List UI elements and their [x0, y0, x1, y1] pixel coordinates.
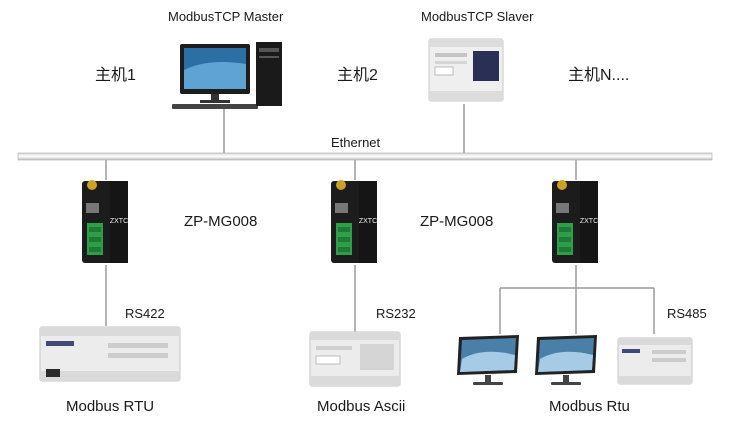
gateway-3-icon: ZXTC [552, 180, 598, 263]
rs422-label: RS422 [125, 306, 165, 321]
slave-label: ModbusTCP Slaver [421, 9, 534, 24]
svg-text:ZXTC: ZXTC [110, 218, 128, 225]
monitor-1-icon [457, 335, 519, 385]
plc-rtu-icon [39, 326, 181, 382]
gateway-model-label-2: ZP-MG008 [420, 213, 494, 230]
host2-label: 主机2 [337, 67, 378, 84]
master-pc-icon [172, 42, 282, 109]
host1-label: 主机1 [95, 67, 136, 84]
ethernet-bus [17, 152, 713, 161]
modbus-rtu-label: Modbus RTU [66, 398, 155, 415]
gateway-1-icon: ZXTC [82, 180, 128, 263]
ethernet-label: Ethernet [331, 135, 381, 150]
modbus-ascii-label: Modbus Ascii [317, 398, 406, 415]
gateway-model-label-1: ZP-MG008 [184, 213, 258, 230]
slave-plc-icon [428, 38, 504, 102]
monitor-2-icon [535, 335, 597, 385]
svg-text:ZXTC: ZXTC [359, 218, 377, 225]
master-label: ModbusTCP Master [168, 9, 284, 24]
gateway-2-icon: ZXTC [331, 180, 377, 263]
rs232-label: RS232 [376, 306, 416, 321]
modbus-rtu2-label: Modbus Rtu [549, 398, 630, 415]
svg-text:ZXTC: ZXTC [580, 218, 598, 225]
plc-ascii-icon [309, 331, 401, 387]
hostN-label: 主机N.... [568, 67, 630, 84]
rs485-label: RS485 [667, 306, 707, 321]
plc-rtu2-icon [617, 337, 693, 385]
